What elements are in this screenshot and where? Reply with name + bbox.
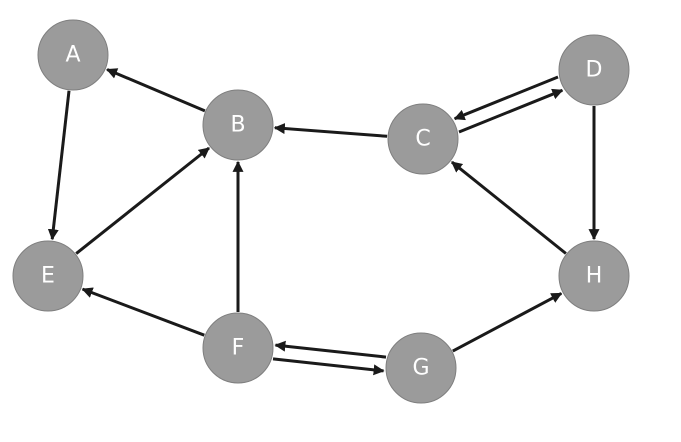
- node-h: H: [558, 240, 630, 312]
- edge-g-to-h: [452, 292, 563, 353]
- node-c-label: C: [415, 127, 430, 152]
- node-d-label: D: [586, 58, 603, 83]
- node-b-circle: [202, 89, 274, 161]
- edge-f-to-e: [81, 287, 205, 337]
- edge-d-to-c: [453, 75, 559, 121]
- node-c: C: [387, 103, 459, 175]
- node-a-circle: [37, 19, 109, 91]
- node-c-circle: [387, 103, 459, 175]
- node-e-circle: [12, 240, 84, 312]
- edge-c-to-d: [458, 88, 564, 134]
- edge-a-to-e: [47, 90, 71, 241]
- edge-c-to-b: [273, 123, 388, 138]
- node-h-label: H: [586, 264, 603, 289]
- node-e: E: [12, 240, 84, 312]
- node-d-circle: [558, 34, 630, 106]
- node-d: D: [558, 34, 630, 106]
- node-f-circle: [202, 312, 274, 384]
- node-e-label: E: [41, 264, 55, 289]
- node-f-label: F: [232, 336, 245, 361]
- node-b: B: [202, 89, 274, 161]
- node-b-label: B: [230, 113, 245, 138]
- node-g-label: G: [412, 356, 429, 381]
- edges: [47, 68, 600, 376]
- edge-b-to-a: [106, 68, 206, 113]
- node-g: G: [385, 332, 457, 404]
- edge-h-to-c: [450, 160, 567, 255]
- node-a-label: A: [65, 43, 80, 68]
- edge-f-to-g: [272, 357, 385, 376]
- edge-g-to-f: [274, 340, 387, 359]
- edge-e-to-b: [75, 146, 210, 255]
- nodes: A B C D E F G H: [12, 19, 630, 404]
- node-a: A: [37, 19, 109, 91]
- node-f: F: [202, 312, 274, 384]
- node-h-circle: [558, 240, 630, 312]
- node-g-circle: [385, 332, 457, 404]
